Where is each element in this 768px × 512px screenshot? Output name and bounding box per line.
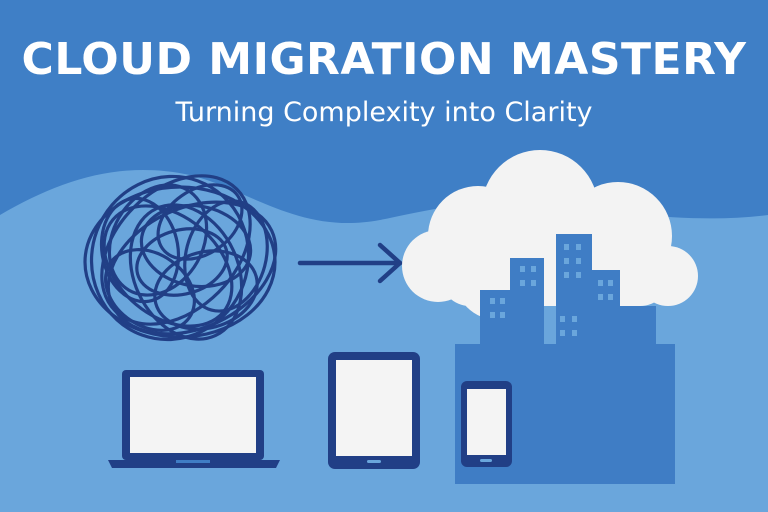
page-title: CLOUD MIGRATION MASTERY <box>21 34 747 85</box>
arrow-right-icon <box>297 242 403 284</box>
tablet-icon <box>328 352 420 469</box>
tangled-scribble-icon <box>83 174 278 342</box>
laptop-icon <box>108 370 280 468</box>
building-windows <box>490 244 613 336</box>
smartphone-icon <box>461 381 512 467</box>
page-subtitle: Turning Complexity into Clarity <box>175 97 593 128</box>
